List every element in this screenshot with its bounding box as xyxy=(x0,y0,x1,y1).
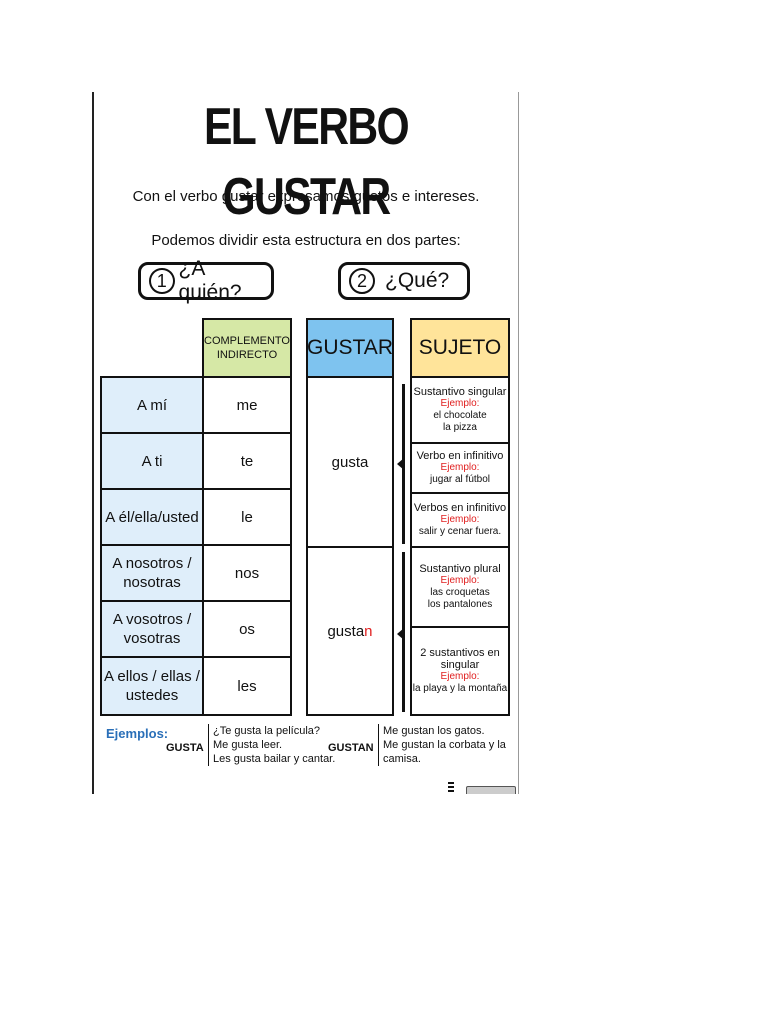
pronoun-les: les xyxy=(202,656,292,716)
sujeto-example-label: Ejemplo: xyxy=(440,575,480,586)
license-badge-icon xyxy=(466,786,516,794)
intro-text-1: Con el verbo gustar expresamos gustos e … xyxy=(132,188,480,205)
sujeto-example: la playa y la montaña xyxy=(412,683,508,694)
pronoun-le: le xyxy=(202,488,292,546)
sujeto-example: salir y cenar fuera. xyxy=(418,526,502,537)
sujeto-example-label: Ejemplo: xyxy=(440,514,480,525)
pronoun-me: me xyxy=(202,376,292,434)
sujeto-example: el chocolate la pizza xyxy=(433,410,487,433)
sujeto-example: las croquetas los pantalones xyxy=(427,587,493,610)
sujeto-example-label: Ejemplo: xyxy=(440,671,480,682)
arrow-gustan-icon xyxy=(397,628,404,640)
intro-text-2: Podemos dividir esta estructura en dos p… xyxy=(151,232,461,249)
examples-gustan-list: Me gustan los gatos. Me gustan la corbat… xyxy=(378,724,514,766)
examples-gustan-label: GUSTAN xyxy=(328,742,374,754)
examples-gusta-list: ¿Te gusta la película? Me gusta leer. Le… xyxy=(208,724,335,766)
sujeto-infinitivos: Verbos en infinitivo Ejemplo: salir y ce… xyxy=(410,492,510,548)
pronoun-nos: nos xyxy=(202,544,292,602)
sujeto-head: 2 sustantivos en singular xyxy=(420,647,500,671)
person-a-mi: A mí xyxy=(100,376,204,434)
decorative-figure-icon xyxy=(448,782,454,794)
examples-gusta-label: GUSTA xyxy=(166,742,204,754)
sujeto-dos-singular: 2 sustantivos en singular Ejemplo: la pl… xyxy=(410,626,510,716)
sujeto-head: Sustantivo plural xyxy=(419,563,501,575)
example-line: Me gustan los gatos. xyxy=(383,725,485,737)
part-2-label: ¿Qué? xyxy=(385,269,450,292)
sujeto-singular: Sustantivo singular Ejemplo: el chocolat… xyxy=(410,376,510,444)
sujeto-example-label: Ejemplo: xyxy=(440,462,480,473)
arrow-gusta-icon xyxy=(397,458,404,470)
part-1-number: 1 xyxy=(149,268,175,294)
example-line: ¿Te gusta la película? xyxy=(213,725,321,737)
person-a-vosotros: A vosotros / vosotras xyxy=(100,600,204,658)
verb-gustan-base: gusta xyxy=(327,622,365,640)
pronoun-os: os xyxy=(202,600,292,658)
part-1-pill: 1 ¿A quién? xyxy=(138,257,274,304)
sujeto-infinitivo: Verbo en infinitivo Ejemplo: jugar al fú… xyxy=(410,442,510,494)
header-sujeto: SUJETO xyxy=(410,318,510,378)
person-a-ti: A ti xyxy=(100,432,204,490)
person-a-ellos: A ellos / ellas / ustedes xyxy=(100,656,204,716)
page-title: EL VERBO GUSTAR xyxy=(203,98,410,226)
worksheet: EL VERBO GUSTAR Con el verbo gustar expr… xyxy=(92,92,519,794)
header-complemento-indirecto: COMPLEMENTO INDIRECTO xyxy=(202,318,292,378)
verb-gustan-ending: n xyxy=(364,622,373,640)
sujeto-head: Verbo en infinitivo xyxy=(416,450,504,462)
sujeto-example-label: Ejemplo: xyxy=(440,398,480,409)
example-line: Me gustan la corbata y la xyxy=(383,739,506,751)
sujeto-plural: Sustantivo plural Ejemplo: las croquetas… xyxy=(410,546,510,628)
example-line: Les gusta bailar y cantar. xyxy=(213,753,336,765)
example-line: Me gusta leer. xyxy=(213,739,283,751)
examples-label: Ejemplos: xyxy=(106,726,169,741)
pronoun-te: te xyxy=(202,432,292,490)
verb-gusta: gusta xyxy=(306,376,394,548)
part-1-label: ¿A quién? xyxy=(178,257,242,304)
person-a-el: A él/ella/usted xyxy=(100,488,204,546)
sujeto-head: Sustantivo singular xyxy=(413,386,507,398)
sujeto-head: Verbos en infinitivo xyxy=(413,502,507,514)
header-gustar: GUSTAR xyxy=(306,318,394,378)
person-a-nosotros: A nosotros / nosotras xyxy=(100,544,204,602)
part-2-pill: 2 ¿Qué? xyxy=(338,262,470,300)
sujeto-example: jugar al fútbol xyxy=(429,474,491,485)
part-2-number: 2 xyxy=(349,268,375,294)
example-line: camisa. xyxy=(383,753,421,765)
